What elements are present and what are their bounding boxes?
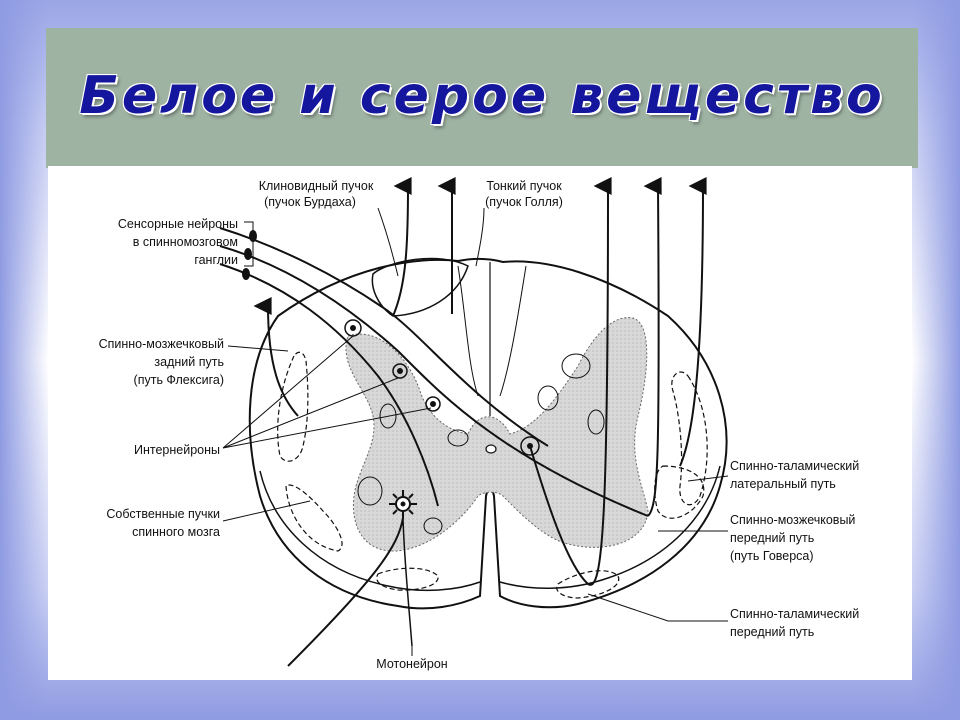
leader-line (587, 593, 728, 622)
cuneate-fasciculus-region (371, 257, 469, 317)
slide-background-left (0, 0, 48, 720)
leader-line (222, 500, 311, 522)
slide-title: Белое и серое вещество (79, 66, 885, 126)
nucleus-oval (561, 353, 591, 379)
lateral-spinothalamic-tract (654, 465, 705, 519)
leader-line (475, 207, 485, 267)
nucleus-oval (379, 403, 397, 429)
label-sensory-neurons: в спинномозговом (133, 235, 238, 249)
label-anterior-spinocerebellar: передний путь (730, 531, 814, 545)
title-band: Белое и серое вещество (46, 28, 918, 168)
proper-fasciculus-left (285, 484, 343, 552)
label-anterior-spinothalamic: передний путь (730, 625, 814, 639)
pia-mater-outline (259, 470, 481, 592)
ascending-pathway-cuneate (392, 177, 412, 317)
anterior-spinocerebellar-tract (671, 371, 708, 506)
grey-matter-stipple (345, 317, 648, 551)
leader-line (377, 207, 399, 277)
interneuron-cell (350, 325, 356, 331)
label-proper-fasciculi: Собственные пучки (106, 507, 220, 521)
label-motoneuron: Мотонейрон (376, 657, 448, 671)
label-gracile-fasciculus: (пучок Голля) (485, 195, 563, 209)
spinal-cord-outline (248, 257, 728, 610)
anterior-spinothalamic-tract (556, 570, 620, 599)
leader-line (222, 335, 432, 449)
leader-line (687, 475, 729, 482)
dorsal-root-fiber-3 (219, 263, 439, 507)
dorsal-root-fiber-2 (219, 245, 649, 517)
nucleus-oval (447, 429, 469, 447)
central-canal (485, 444, 497, 454)
interneuron-cell (520, 436, 540, 456)
label-interneurons: Интернейроны (134, 443, 220, 457)
interneuron-cell (397, 368, 403, 374)
nucleus-oval (537, 385, 559, 411)
label-gracile-fasciculus: Тонкий пучок (486, 179, 562, 193)
motoneuron-axon (287, 517, 404, 667)
ganglion-cell (242, 268, 250, 280)
nucleus-oval (587, 409, 605, 435)
ascending-pathway-gowers (679, 177, 707, 467)
interneuron-cell (425, 396, 441, 412)
label-anterior-spinothalamic: Спинно-таламический (730, 607, 859, 621)
label-sensory-neurons: Сенсорные нейроны (118, 217, 238, 231)
interneuron-cell (430, 401, 436, 407)
label-anterior-spinocerebellar: Спинно-мозжечковый (730, 513, 855, 527)
label-lateral-spinothalamic: латеральный путь (730, 477, 836, 491)
ascending-pathway-spinothalamic-anterior (529, 177, 612, 586)
dorsal-septum-left (457, 265, 479, 397)
label-sensory-neurons: ганглии (194, 253, 238, 267)
label-cuneate-fasciculus: (пучок Бурдаха) (264, 195, 356, 209)
diagram-panel: Сенсорные нейроны в спинномозговом гангл… (48, 166, 912, 680)
posterior-spinocerebellar-tract (277, 351, 309, 462)
leader-line (227, 345, 289, 352)
motoneuron-cell (389, 490, 417, 518)
nucleus-oval (423, 517, 443, 535)
label-proper-fasciculi: спинного мозга (132, 525, 220, 539)
label-posterior-spinocerebellar: задний путь (154, 355, 224, 369)
ascending-pathway-spinothalamic-lateral (643, 176, 662, 517)
slide-background-right (912, 0, 960, 720)
dorsal-septum-right (499, 265, 527, 397)
label-cuneate-fasciculus: Клиновидный пучок (259, 179, 374, 193)
ganglion-cell (244, 248, 252, 260)
spinal-cord-diagram: Сенсорные нейроны в спинномозговом гангл… (99, 176, 859, 671)
leader-line (244, 221, 254, 267)
label-anterior-spinocerebellar: (путь Говерса) (730, 549, 814, 563)
label-posterior-spinocerebellar: (путь Флексига) (134, 373, 224, 387)
dorsal-root-fiber-1 (219, 227, 549, 447)
interneuron-cell (392, 363, 408, 379)
label-posterior-spinocerebellar: Спинно-мозжечковый (99, 337, 224, 351)
motoneuron-axon-branch (402, 517, 413, 647)
label-lateral-spinothalamic: Спинно-таламический (730, 459, 859, 473)
pia-mater-outline-right (499, 465, 721, 590)
nucleus-oval (357, 476, 383, 506)
ascending-pathway-flechsig (253, 296, 299, 417)
